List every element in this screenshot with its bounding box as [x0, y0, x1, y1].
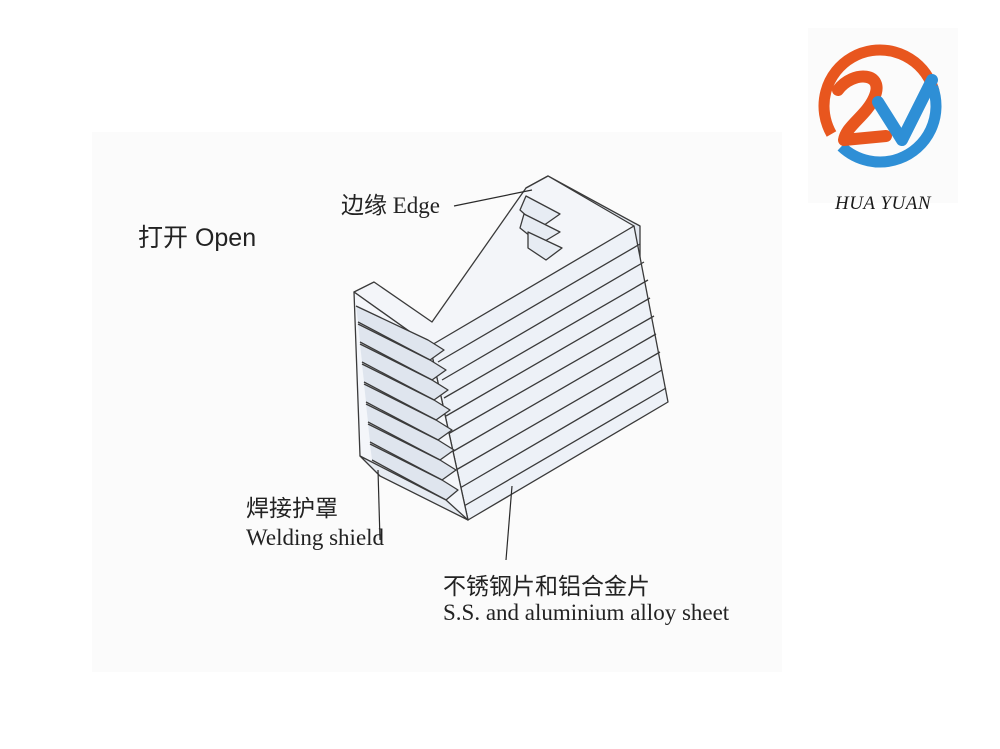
- sheet-leader-line: [505, 485, 513, 561]
- edge-label: 边缘 Edge: [341, 193, 441, 218]
- welding-shield-label-cn: 焊接护罩: [246, 496, 338, 521]
- welding-leader-line: [377, 469, 381, 541]
- huayuan-logo-icon: [818, 44, 942, 168]
- sheet-label-cn: 不锈钢片和铝合金片: [443, 574, 650, 599]
- edge-leader-line: [453, 189, 533, 207]
- sheet-label-en: S.S. and aluminium alloy sheet: [443, 600, 730, 625]
- welding-shield-label-en: Welding shield: [246, 525, 385, 550]
- open-label: 打开 Open: [138, 224, 257, 252]
- brand-name: HUA YUAN: [834, 193, 932, 214]
- logo: HUA YUAN: [808, 28, 958, 214]
